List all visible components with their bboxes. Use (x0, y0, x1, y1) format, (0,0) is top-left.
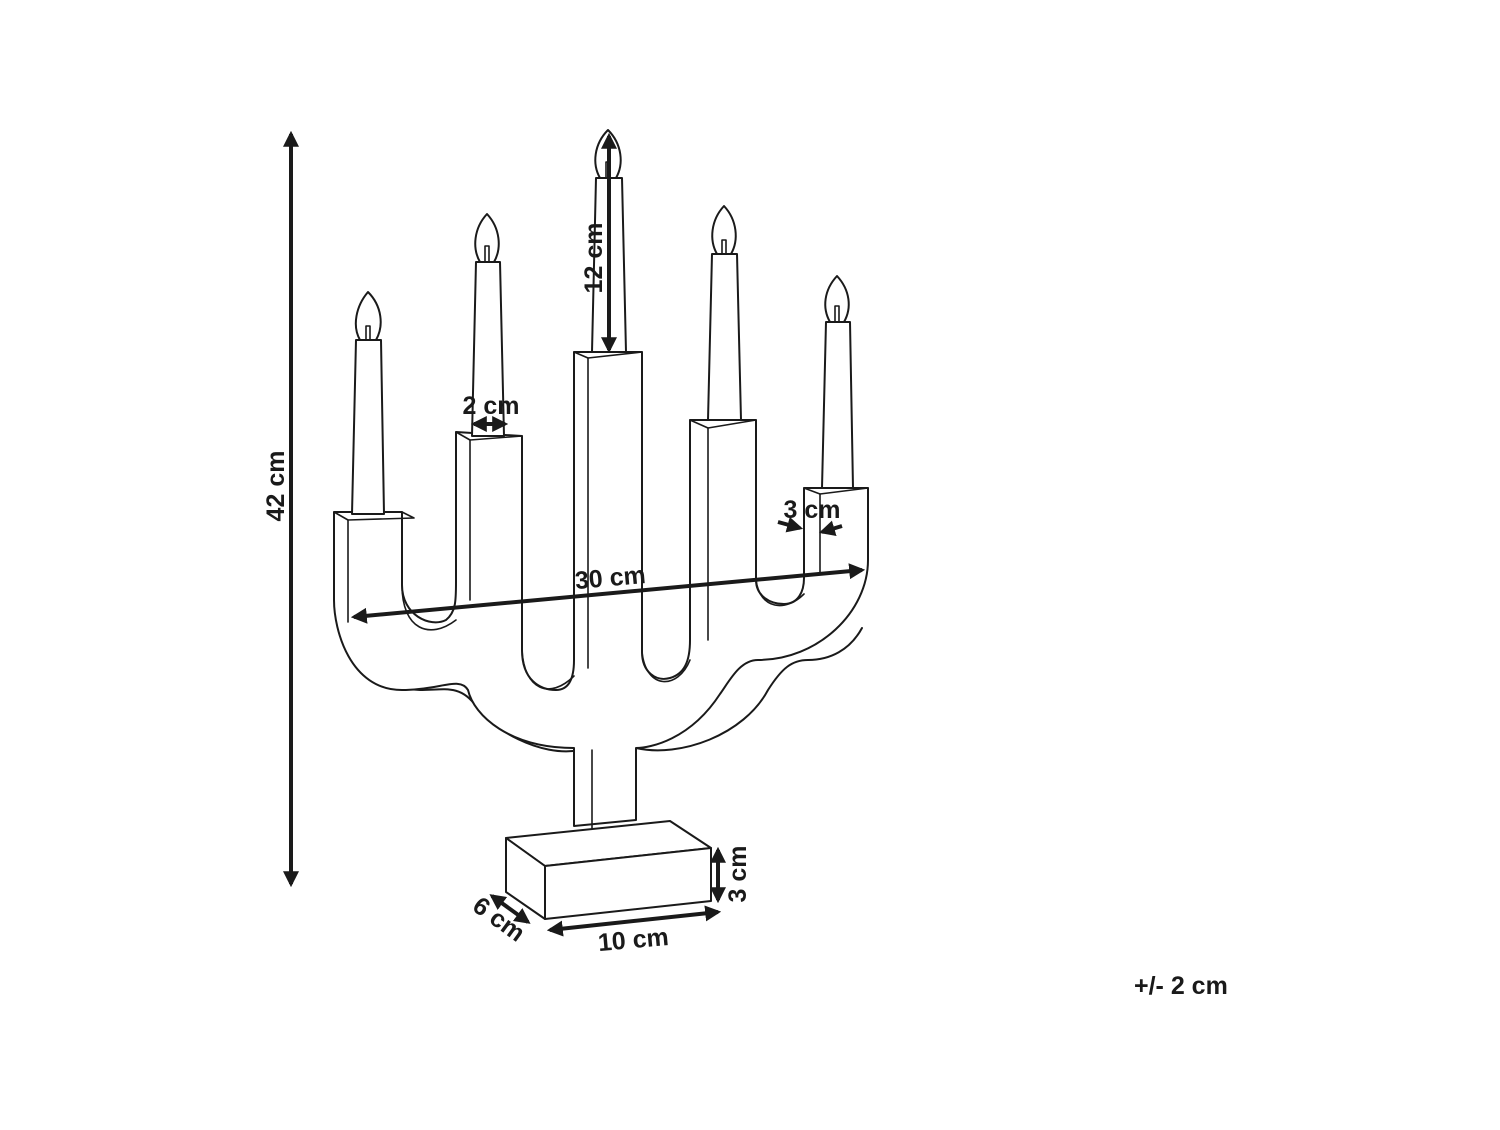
height-label: 42 cm (262, 451, 290, 522)
holder-width-arrow-right (818, 520, 843, 536)
holder-width-label: 3 cm (784, 496, 841, 524)
base-height-label: 3 cm (724, 846, 752, 903)
candle-height-label: 12 cm (580, 223, 608, 294)
dimension-lines (283, 130, 866, 937)
base-width-arrow (546, 905, 722, 937)
base-depth-arrow (489, 894, 531, 924)
candles (351, 129, 854, 515)
width-label: 30 cm (574, 561, 647, 595)
holder-gap-label: 2 cm (463, 392, 520, 420)
base-block (505, 820, 712, 920)
holder-width-arrow-left (777, 516, 804, 533)
base-width-label: 10 cm (597, 923, 670, 957)
dimension-labels: 42 cm 30 cm 12 cm 2 cm 3 cm 3 cm 6 cm 10… (262, 223, 840, 958)
width-arrow (350, 563, 866, 624)
tolerance-note: +/- 2 cm (1134, 972, 1228, 1000)
